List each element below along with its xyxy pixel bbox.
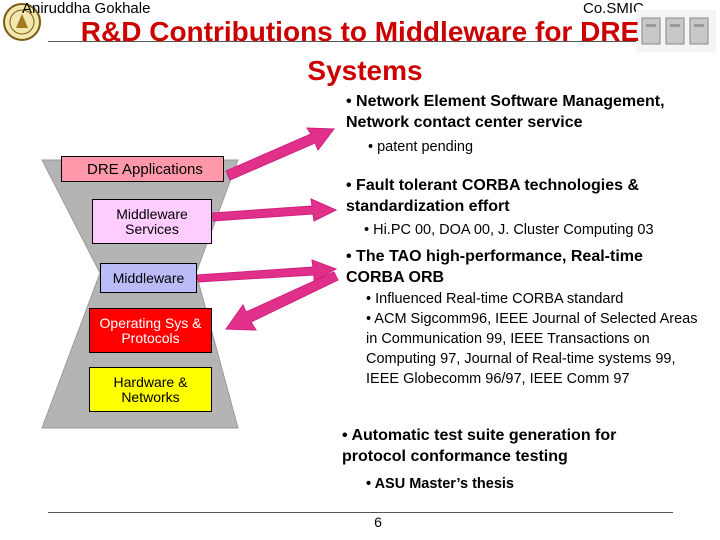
brand-name: Co.SMIC bbox=[583, 0, 644, 17]
bullet-test-suite: • Automatic test suite generation for pr… bbox=[342, 427, 617, 465]
bullet-fault-tolerant: • Fault tolerant CORBA technologies & st… bbox=[346, 177, 640, 215]
slide-title-continued: Systems bbox=[307, 55, 423, 86]
bullet-network-element: • Network Element Software Management, N… bbox=[346, 93, 665, 131]
sub-bullet-influenced: • Influenced Real-time CORBA standard bbox=[366, 291, 624, 307]
slide-title: R&D Contributions to Middleware for DRE bbox=[80, 16, 640, 47]
sub-bullet-hipc: • Hi.PC 00, DOA 00, J. Cluster Computing… bbox=[364, 222, 654, 238]
dre-applications-box: DRE Applications bbox=[61, 156, 224, 182]
header-rule bbox=[48, 41, 636, 42]
page-number: 6 bbox=[374, 514, 382, 530]
cosmic-logo-icon bbox=[636, 10, 716, 52]
bullet-tao: • The TAO high-performance, Real-time CO… bbox=[346, 248, 643, 286]
middleware-box: Middleware bbox=[100, 263, 197, 293]
sub-bullet-publications: • ACM Sigcomm96, IEEE Journal of Selecte… bbox=[366, 311, 698, 387]
operating-sys-box: Operating Sys & Protocols bbox=[89, 308, 212, 353]
sub-bullet-thesis: • ASU Master’s thesis bbox=[366, 476, 514, 492]
footer-rule bbox=[48, 512, 673, 513]
arrow-to-tao bbox=[196, 259, 338, 283]
hardware-networks-box: Hardware & Networks bbox=[89, 367, 212, 412]
author-name: Aniruddha Gokhale bbox=[22, 0, 151, 17]
sub-bullet-patent: • patent pending bbox=[368, 139, 474, 155]
middleware-services-box: Middleware Services bbox=[92, 199, 212, 244]
arrow-from-tao bbox=[225, 271, 339, 331]
arrow-to-fault-tolerant bbox=[211, 198, 338, 222]
arrow-to-network-element bbox=[225, 127, 335, 181]
university-seal-icon bbox=[3, 3, 41, 41]
